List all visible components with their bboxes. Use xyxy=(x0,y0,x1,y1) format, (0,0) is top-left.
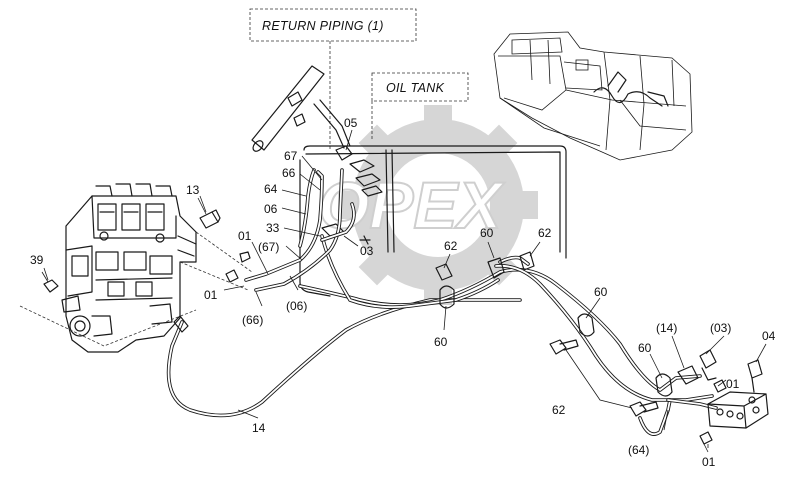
label-64-ref: (64) xyxy=(628,443,649,457)
dash-leader-valve xyxy=(179,231,253,291)
pilot-block xyxy=(699,391,769,453)
label-14-ref: (14) xyxy=(656,321,677,335)
label-05: 05 xyxy=(344,116,358,130)
fitting-01-left xyxy=(225,251,251,283)
caption-oil-tank: OIL TANK xyxy=(371,72,469,140)
fittings-right xyxy=(677,349,763,393)
hose-upper xyxy=(244,168,356,292)
hose-64 xyxy=(638,398,718,436)
label-01-lower: 01 xyxy=(204,288,218,302)
label-66: 66 xyxy=(282,166,296,180)
caption-return-piping: RETURN PIPING (1) xyxy=(249,8,417,150)
bolt-62-lower xyxy=(549,339,659,417)
label-01-upper: 01 xyxy=(238,229,252,243)
label-62-lower: 62 xyxy=(552,403,566,417)
excavator-thumbnail xyxy=(493,31,693,161)
caption-oil-tank-text: OIL TANK xyxy=(386,81,445,95)
label-06: 06 xyxy=(264,202,278,216)
label-39: 39 xyxy=(30,253,44,267)
hose-14 xyxy=(166,298,522,418)
label-67: 67 xyxy=(284,149,298,163)
label-62-center: 62 xyxy=(444,239,458,253)
label-03-ref: (03) xyxy=(710,321,731,335)
label-01-bottom: 01 xyxy=(702,455,716,469)
hose-main-60 xyxy=(298,234,714,402)
label-14: 14 xyxy=(252,421,266,435)
label-06-ref: (06) xyxy=(286,299,307,313)
fitting-13 xyxy=(197,197,221,229)
return-pipe xyxy=(251,65,351,152)
valve-baseline xyxy=(19,305,197,347)
label-60-lower: 60 xyxy=(638,341,652,355)
label-04: 04 xyxy=(762,329,776,343)
label-01-right: 01 xyxy=(726,377,740,391)
label-13: 13 xyxy=(186,183,200,197)
leader-lines xyxy=(43,129,767,448)
fitting-39 xyxy=(41,271,59,293)
caption-return-piping-text: RETURN PIPING (1) xyxy=(262,19,384,33)
label-33: 33 xyxy=(266,221,280,235)
watermark-gear xyxy=(338,105,538,305)
control-valve xyxy=(61,183,197,353)
label-62-right: 62 xyxy=(538,226,552,240)
label-67-ref: (67) xyxy=(258,240,279,254)
label-60-center: 60 xyxy=(434,335,448,349)
label-64: 64 xyxy=(264,182,278,196)
oil-tank-plate xyxy=(299,145,567,297)
label-60-top: 60 xyxy=(480,226,494,240)
label-66-ref: (66) xyxy=(242,313,263,327)
label-03: 03 xyxy=(360,244,374,258)
label-60-right: 60 xyxy=(594,285,608,299)
part-labels: 05 67 66 64 06 33 (67) 03 13 01 01 39 (6… xyxy=(30,116,776,469)
